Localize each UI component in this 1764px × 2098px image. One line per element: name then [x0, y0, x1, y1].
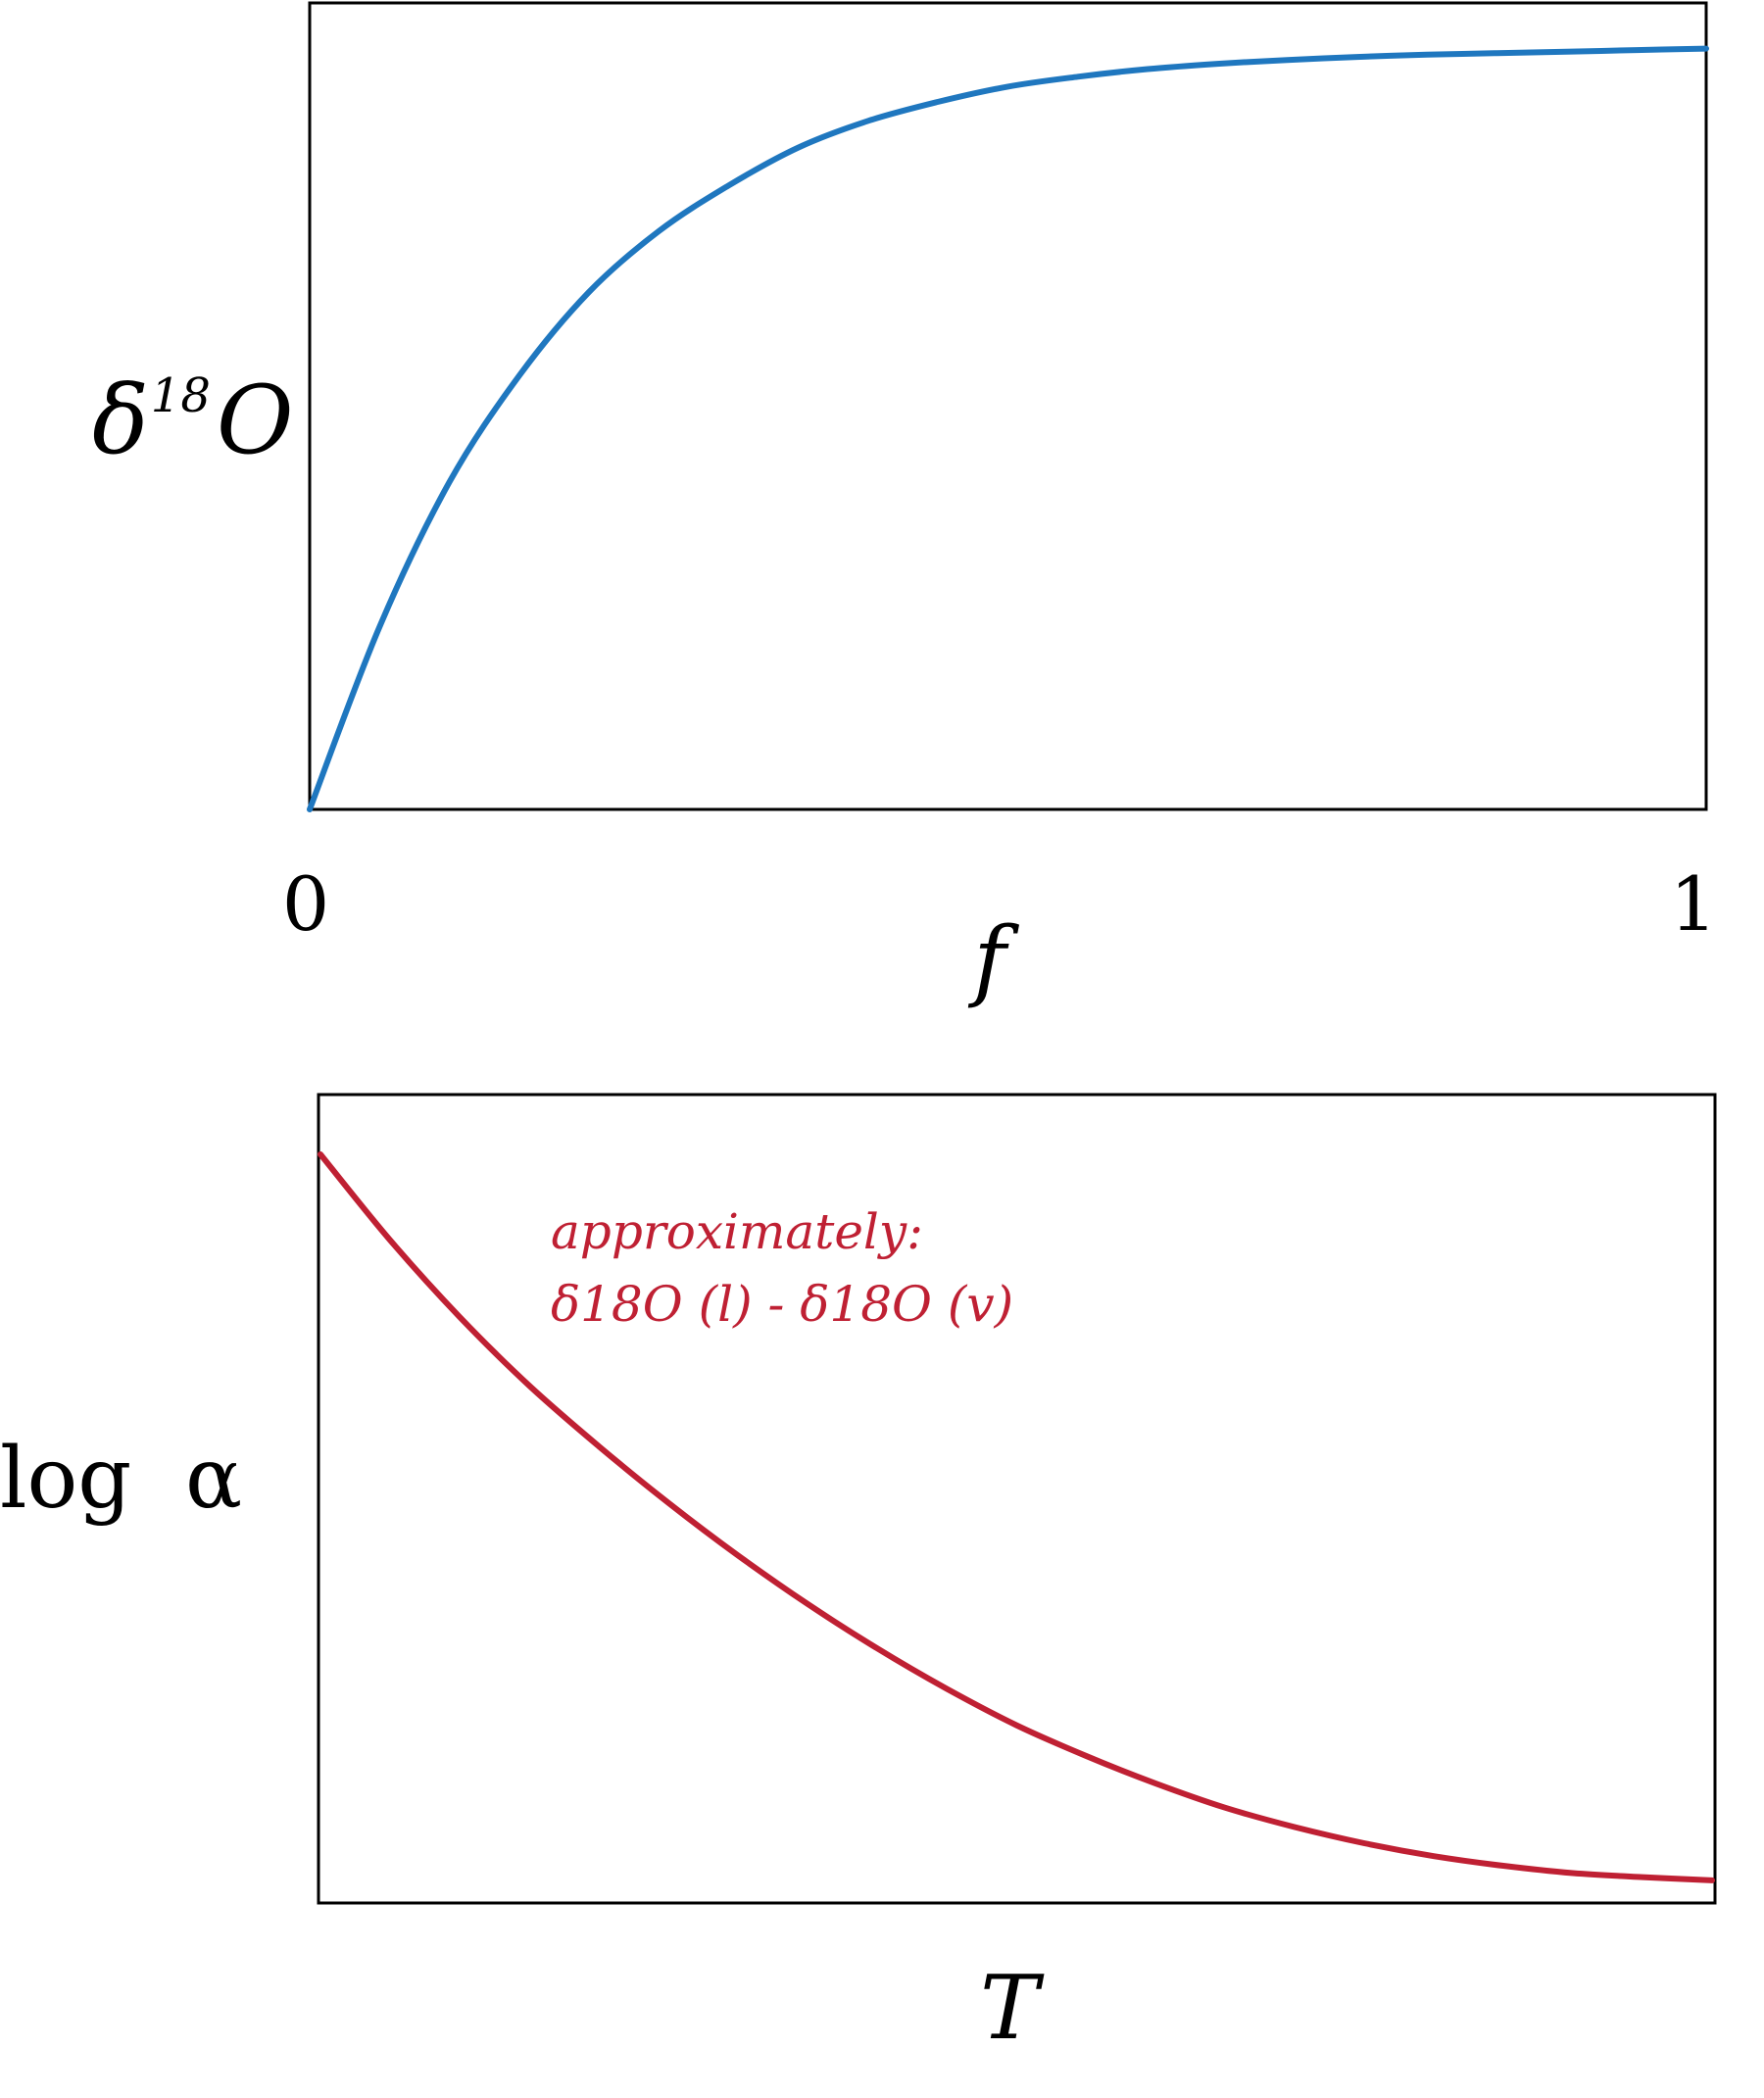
top-plot-frame: [308, 1, 1708, 811]
top-x-axis-label: f: [967, 908, 1019, 1011]
bottom-plot-frame: [317, 1093, 1717, 1905]
top-chart: δ18O 0 1 f: [92, 1, 1717, 1011]
bottom-y-axis-label: log α: [0, 1430, 242, 1528]
bottom-x-axis-label: T: [980, 1957, 1045, 2060]
bottom-chart: approximately: δ18O (l) - δ18O (v) log α…: [0, 1093, 1717, 2060]
top-series-line: [307, 45, 1709, 812]
top-y-axis-label: δ18O: [92, 366, 294, 475]
bottom-series-line: [318, 1151, 1715, 1883]
top-x-tick-1: 1: [1670, 860, 1717, 948]
annotation-line-2: δ18O (l) - δ18O (v): [551, 1276, 1013, 1333]
top-x-tick-0: 0: [282, 860, 329, 948]
annotation-line-1: approximately:: [551, 1203, 923, 1260]
